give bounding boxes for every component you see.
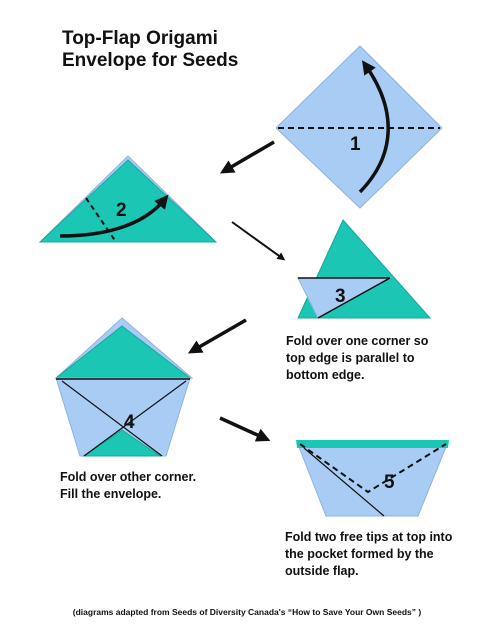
direction-arrows	[187, 140, 286, 442]
step-3-caption-line-1: Fold over one corner so	[286, 334, 429, 348]
step-4-number: 4	[124, 412, 135, 433]
step-2-fold-arrow	[59, 194, 169, 238]
step-5-top-band	[296, 440, 449, 448]
step-5-diagram: 5	[296, 440, 449, 517]
step-3-diagram: 3	[297, 219, 432, 319]
step-5-caption-line-1: Fold two free tips at top into	[285, 530, 453, 544]
step-2-triangle	[38, 159, 218, 243]
step-1-fold-arrow	[358, 60, 390, 194]
arrow-step1-to-step2	[219, 140, 275, 174]
step-1-number: 1	[350, 134, 361, 155]
step-4-bottom-pocket	[82, 429, 162, 457]
arrow-step2-to-step3	[231, 221, 286, 261]
step-2-diagram: 2	[38, 155, 218, 243]
title-line-2: Envelope for Seeds	[62, 50, 239, 71]
step-5-fold-lines	[299, 443, 447, 494]
step-5-caption-line-2: the pocket formed by the	[285, 547, 434, 561]
step-3-number: 3	[335, 286, 346, 307]
credit-note: (diagrams adapted from Seeds of Diversit…	[72, 606, 422, 617]
step-5-envelope-body	[296, 441, 449, 517]
step-5-number: 5	[384, 472, 395, 493]
step-4-right-diagonal	[83, 380, 187, 457]
step-2-number: 2	[116, 200, 127, 221]
arrow-step3-to-step4	[187, 318, 247, 354]
step-3-caption-line-3: bottom edge.	[286, 368, 365, 382]
step-5-left-edge-line	[303, 447, 385, 517]
step-4-caption-line-1: Fold over other corner.	[60, 470, 197, 484]
step-3-caption-line-2: top edge is parallel to	[286, 351, 415, 365]
step-4-caption-line-2: Fill the envelope.	[60, 487, 162, 501]
step-4-top-flap	[54, 325, 192, 379]
step-5-caption-line-3: outside flap.	[285, 564, 359, 578]
title-line-1: Top-Flap Origami	[62, 28, 218, 49]
step-3-flap-diagonal	[317, 277, 391, 319]
step-1-diagram: 1	[275, 45, 443, 209]
step-4-envelope-body	[55, 377, 191, 457]
arrow-step4-to-step5	[219, 416, 271, 442]
step-4-left-diagonal	[61, 380, 163, 457]
step-4-diagram: 4	[54, 317, 194, 457]
